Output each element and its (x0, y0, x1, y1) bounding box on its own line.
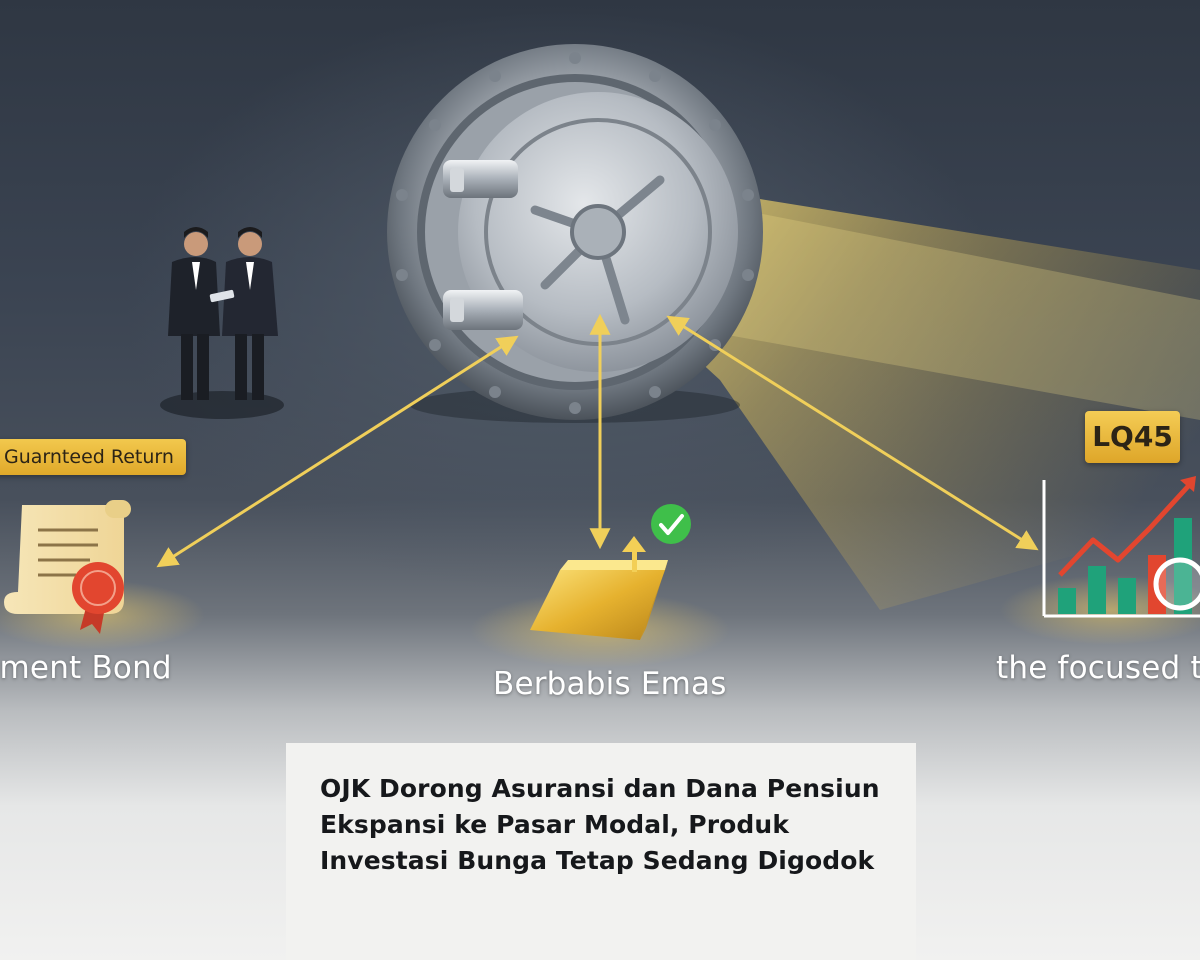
gold-bar-icon (530, 536, 668, 640)
vault-door-icon (387, 44, 763, 423)
gold-based-label: Berbabis Emas (493, 666, 727, 702)
bond-scroll-icon (4, 500, 131, 634)
guaranteed-return-tag: Guarnteed Return (0, 439, 186, 475)
headline-card[interactable]: OJK Dorong Asuransi dan Dana Pensiun Eks… (286, 743, 916, 960)
focused-target-label: the focused ta (996, 650, 1200, 686)
government-bond-label: ernment Bond (0, 650, 172, 686)
article-headline[interactable]: OJK Dorong Asuransi dan Dana Pensiun Eks… (320, 774, 880, 875)
lq45-tag: LQ45 (1085, 411, 1180, 463)
check-badge-icon (651, 504, 691, 544)
business-handshake-icon (160, 227, 284, 419)
connector-arrows (156, 313, 1039, 568)
magnifier-icon (1153, 557, 1200, 611)
